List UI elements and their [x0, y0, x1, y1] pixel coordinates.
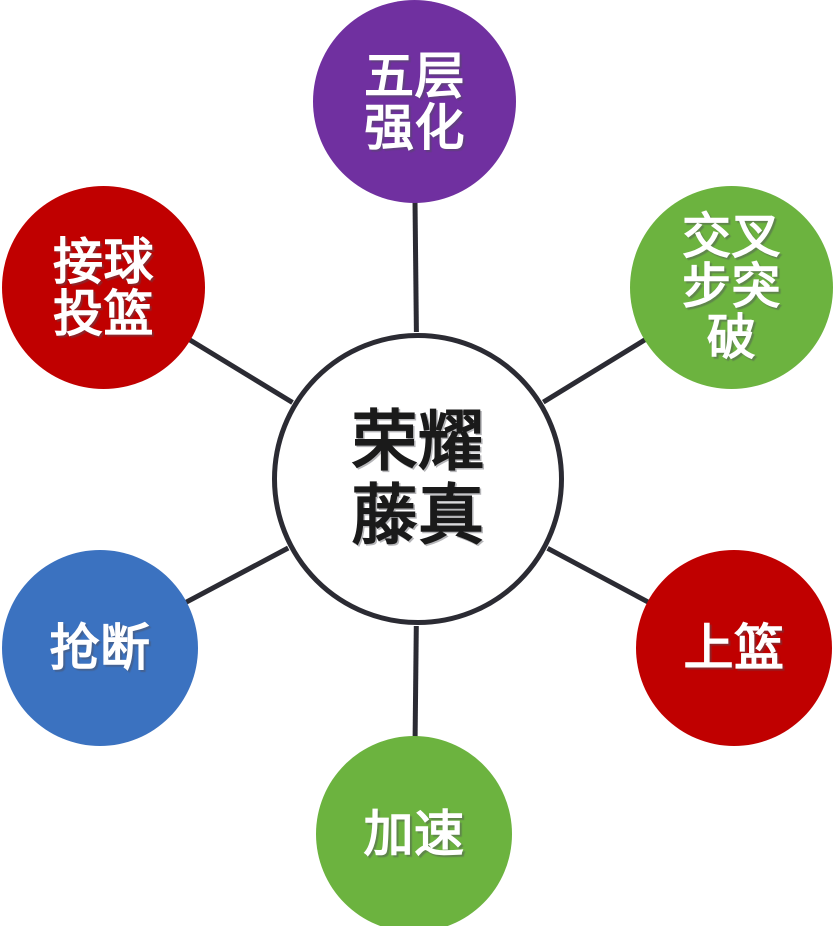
- connector-line-upper-right: [541, 336, 648, 405]
- connector-line-top: [412, 199, 419, 333]
- node-upper-right[interactable]: 交叉 步突 破: [630, 186, 833, 389]
- node-lower-left[interactable]: 抢断: [2, 550, 198, 746]
- connector-line-bottom: [412, 625, 419, 739]
- center-hub-label: 荣耀 藤真: [351, 404, 485, 552]
- connector-line-lower-right: [546, 546, 651, 605]
- node-top[interactable]: 五层 强化: [313, 0, 516, 203]
- connector-line-lower-left: [183, 545, 290, 606]
- node-bottom-label: 加速: [363, 806, 465, 862]
- connector-line-upper-left: [186, 336, 294, 405]
- node-top-label: 五层 强化: [364, 47, 465, 156]
- node-upper-right-label: 交叉 步突 破: [681, 209, 781, 365]
- node-lower-right-label: 上篮: [683, 620, 785, 676]
- node-upper-left-label: 接球 投篮: [53, 233, 154, 342]
- node-bottom[interactable]: 加速: [316, 736, 512, 926]
- node-upper-left[interactable]: 接球 投篮: [2, 186, 205, 389]
- node-lower-right[interactable]: 上篮: [636, 550, 832, 746]
- center-hub-node[interactable]: 荣耀 藤真: [272, 333, 564, 625]
- node-lower-left-label: 抢断: [49, 620, 151, 676]
